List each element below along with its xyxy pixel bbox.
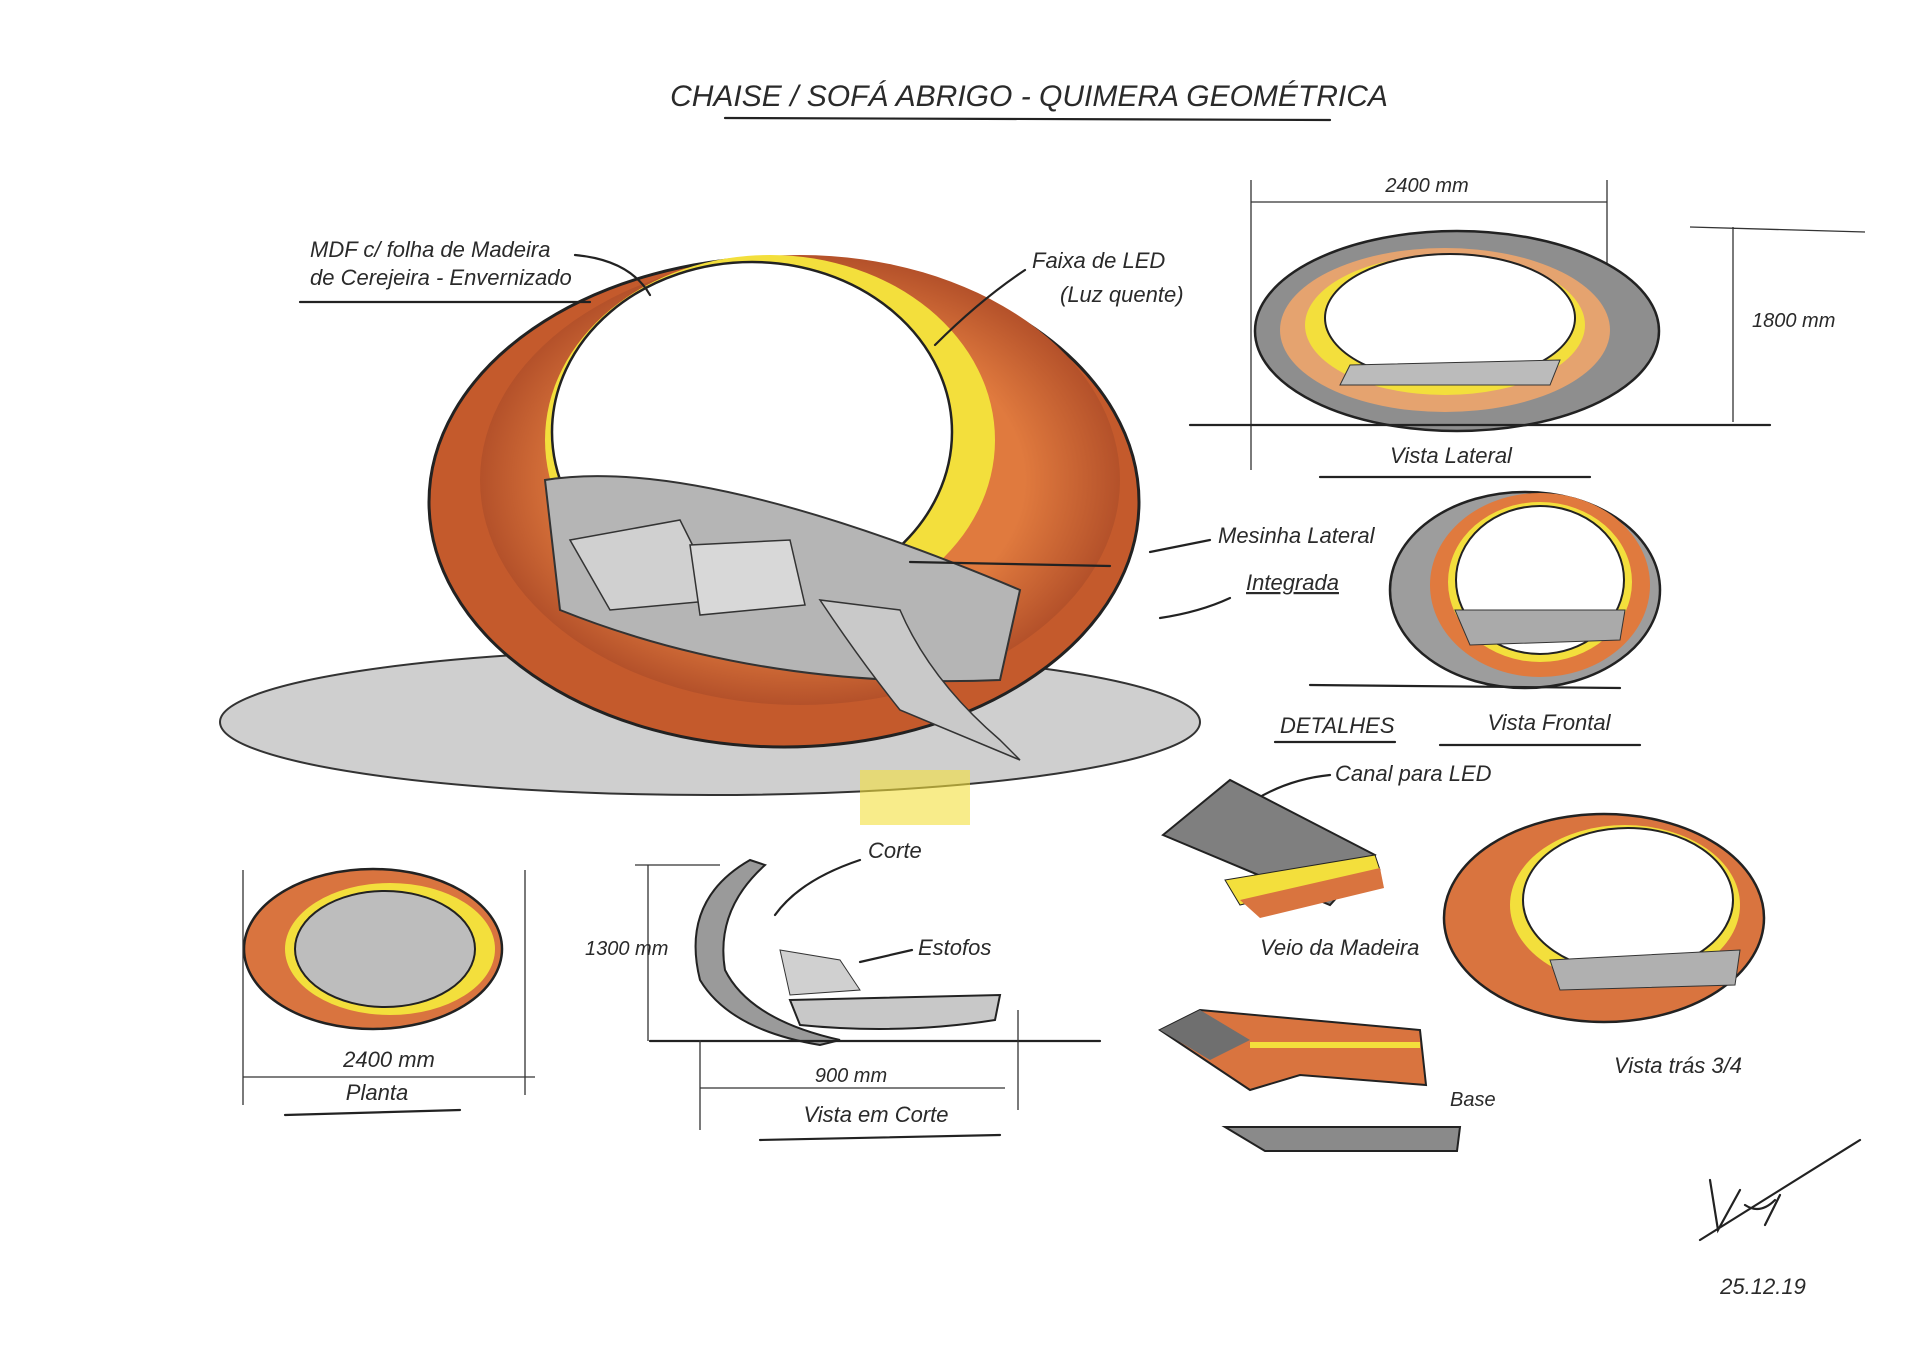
side-table-arrow-2 <box>1158 596 1232 620</box>
height-dimension-line <box>1689 226 1866 422</box>
section-cushion <box>788 993 1002 1030</box>
material-arrow <box>573 253 652 297</box>
side-table-arrow <box>1148 538 1212 554</box>
details-heading: DETALHES <box>1280 713 1395 738</box>
front-cushion <box>1454 609 1626 646</box>
side-cushion <box>1339 359 1561 386</box>
section-caption: Vista em Corte <box>803 1102 948 1127</box>
section-height-dim: 1300 mm <box>585 938 668 960</box>
section-pillow <box>779 949 861 996</box>
upholstery-arrow <box>858 948 914 964</box>
rear-caption: Vista trás 3/4 <box>1614 1053 1742 1078</box>
wood-grain-edge <box>1160 1010 1250 1060</box>
led-strip-label: Faixa de LED <box>1032 248 1165 273</box>
title-underline <box>723 116 1332 122</box>
section-shell-profile <box>694 858 841 1047</box>
led-glow-reflection <box>860 770 970 825</box>
main-annotations: MDF c/ folha de Madeira de Cerejeira - E… <box>298 237 1376 620</box>
rear-three-quarter-view: Vista trás 3/4 <box>1442 812 1766 1078</box>
plan-caption: Planta <box>346 1080 408 1105</box>
pillow <box>689 539 806 616</box>
led-strip-label-2: (Luz quente) <box>1060 282 1184 307</box>
section-height-line <box>635 864 720 1041</box>
plan-view: 2400 mm Planta <box>242 867 535 1117</box>
base-detail <box>1221 1126 1462 1152</box>
side-width-dim: 2400 mm <box>1384 175 1468 197</box>
sheet-title: CHAISE / SOFÁ ABRIGO - QUIMERA GEOMÉTRIC… <box>670 80 1388 122</box>
side-height-dim: 1800 mm <box>1752 310 1835 332</box>
plan-cushion <box>294 890 476 1008</box>
details-section: DETALHES Canal para LED Veio da Madeira … <box>1158 713 1496 1152</box>
rear-opening <box>1522 827 1734 973</box>
material-label-2: de Cerejeira - Envernizado <box>310 265 572 290</box>
sketch-date: 25.12.19 <box>1719 1274 1806 1299</box>
led-channel-label: Canal para LED <box>1335 761 1492 786</box>
rear-cushion <box>1549 949 1741 991</box>
led-arrow <box>933 268 1027 347</box>
plan-dimension-line <box>242 870 535 1105</box>
led-channel-wood <box>1240 868 1384 918</box>
upholstery-label: Estofos <box>918 935 991 960</box>
side-view: 2400 mm 1800 mm Vista Lateral <box>1188 175 1866 479</box>
front-ground <box>1308 683 1622 690</box>
front-view: Vista Frontal <box>1308 490 1662 747</box>
integrated-side-table <box>908 560 1112 568</box>
side-table-label: Mesinha Lateral <box>1218 523 1376 548</box>
plan-width-dim: 2400 mm <box>342 1047 435 1072</box>
plan-caption-underline <box>283 1108 462 1117</box>
cut-arrow <box>773 858 862 917</box>
signature-block: 25.12.19 <box>1698 1138 1862 1299</box>
front-caption: Vista Frontal <box>1487 710 1611 735</box>
signature <box>1698 1138 1862 1242</box>
cut-label: Corte <box>868 838 922 863</box>
side-caption: Vista Lateral <box>1390 443 1513 468</box>
section-depth-dim: 900 mm <box>815 1065 887 1087</box>
section-depth-line <box>699 1010 1019 1130</box>
base-label: Base <box>1450 1089 1496 1111</box>
wood-grain-label: Veio da Madeira <box>1260 935 1419 960</box>
side-table-label-2: Integrada <box>1246 570 1339 595</box>
section-view: 1300 mm 900 mm Corte Estofos Vista em Co… <box>585 838 1102 1142</box>
title-text: CHAISE / SOFÁ ABRIGO - QUIMERA GEOMÉTRIC… <box>670 80 1388 113</box>
throw-blanket <box>818 599 1021 761</box>
section-caption-underline <box>758 1133 1002 1142</box>
main-perspective-drawing <box>219 255 1201 825</box>
material-label: MDF c/ folha de Madeira <box>310 237 550 262</box>
